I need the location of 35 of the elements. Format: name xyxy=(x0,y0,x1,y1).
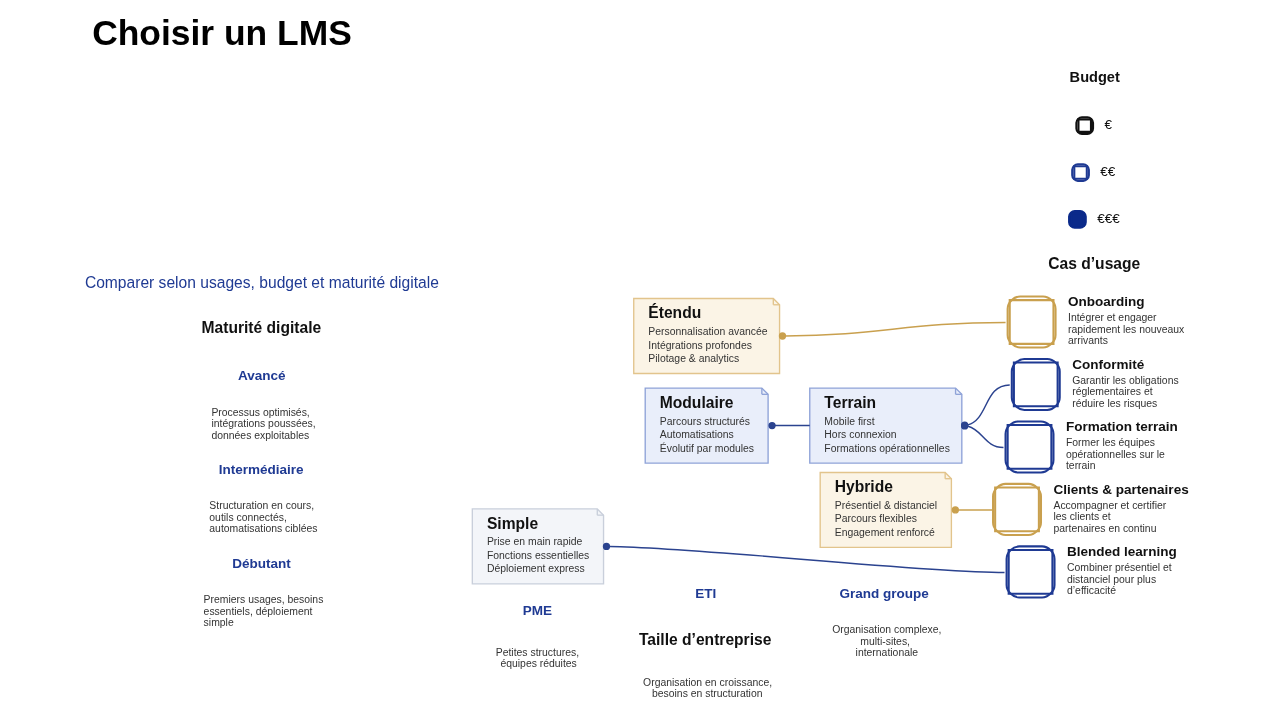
label: ETI xyxy=(695,585,717,601)
legend-label: € xyxy=(1104,116,1113,132)
label: Organisation en croissance, besoins en structuration xyxy=(643,676,773,699)
connector xyxy=(768,421,811,429)
node-label: Conformité xyxy=(1072,356,1145,372)
label: Processus optimisés, intégrations poussées, données exploitables xyxy=(211,406,316,441)
node-label: Accompagner et certifier les clients et partenaires en continu xyxy=(1053,499,1167,534)
connector xyxy=(951,505,993,514)
diagram-title: Choisir un LMS xyxy=(92,12,352,53)
node-label: Blended learning xyxy=(1067,543,1177,559)
connector xyxy=(602,542,1006,573)
label: PME xyxy=(522,602,553,618)
label: Avancé xyxy=(237,367,286,383)
node-label: Former les équipes opérationnelles sur le terrain xyxy=(1065,436,1165,471)
legend-label: €€€ xyxy=(1097,210,1120,226)
label: Structuration en cours, outils connectés, automatisations ciblées xyxy=(209,499,318,534)
node-label: Intégrer et engager rapidement les nouveaux arrivants xyxy=(1068,311,1185,346)
label: Petites structures, équipes réduites xyxy=(495,646,580,669)
node-label: Clients & partenaires xyxy=(1053,481,1189,497)
label: Intermédiaire xyxy=(218,461,304,477)
connector xyxy=(778,321,1007,340)
label: Taille d’entreprise xyxy=(638,630,772,648)
label: Grand groupe xyxy=(839,585,929,601)
node-label: Formation terrain xyxy=(1065,418,1178,434)
label: Débutant xyxy=(232,555,291,571)
node-label: Onboarding xyxy=(1068,293,1145,309)
label: Comparer selon usages, budget et maturité digitale xyxy=(84,273,439,291)
label: Budget xyxy=(1069,68,1120,85)
node-label: Garantir les obligations réglementaires et réduire les risques xyxy=(1072,374,1179,409)
label: Organisation complexe, multi-sites, internationale xyxy=(832,623,942,658)
label: Cas d’usage xyxy=(1048,254,1141,272)
node-label: Combiner présentiel et distanciel pour plus d’efficacité xyxy=(1067,561,1172,596)
label: Premiers usages, besoins essentiels, déploiement simple xyxy=(203,593,324,628)
legend-label: €€ xyxy=(1100,163,1116,179)
label: Maturité digitale xyxy=(201,318,322,336)
